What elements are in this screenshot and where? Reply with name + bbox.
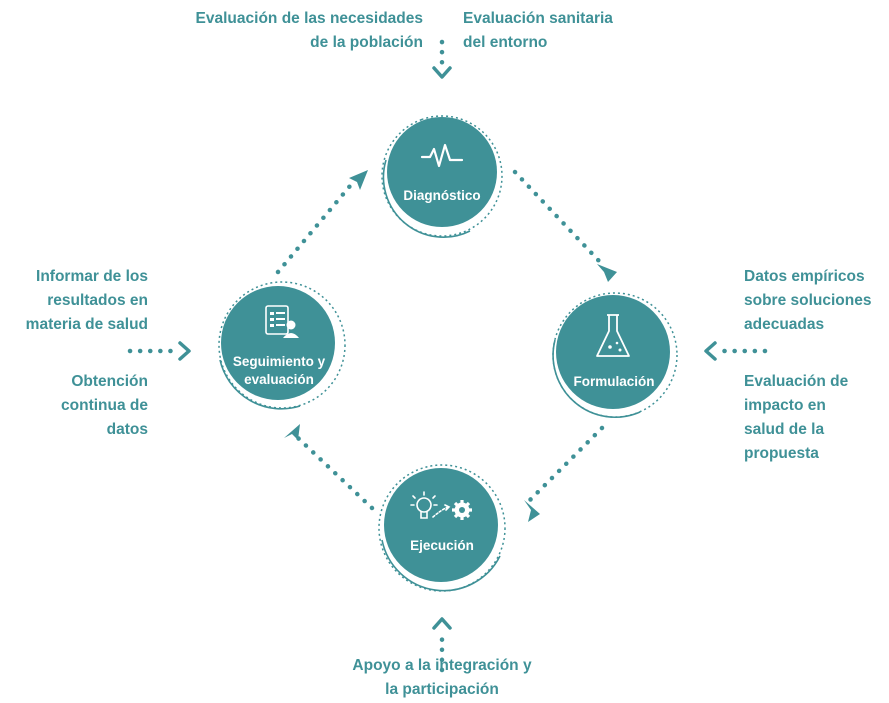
node-label-formulacion: Formulación [573, 374, 654, 389]
input-right-top: Datos empíricos sobre soluciones adecuad… [744, 268, 871, 333]
input-bottom: Apoyo a la integración y la participació… [352, 657, 532, 698]
input-text-line: impacto en [744, 397, 826, 414]
node-outer-ring [218, 281, 346, 409]
input-left-bottom: Obtención continua de datos [61, 373, 148, 438]
input-text-line: Obtención [71, 373, 148, 390]
node-seguimiento: Seguimiento y evaluación [218, 281, 346, 410]
input-text-line: Informar de los [36, 268, 148, 285]
input-right-bottom: Evaluación de impacto en salud de la pro… [744, 373, 849, 462]
input-text-line: materia de salud [26, 316, 148, 333]
input-top-left: Evaluación de las necesidades de la pobl… [196, 10, 423, 51]
node-circle [387, 117, 497, 227]
arrow-right-input-icon [704, 341, 717, 361]
input-text-line: datos [107, 421, 148, 438]
node-diagnostico: Diagnóstico [381, 115, 503, 238]
node-outer-ring [552, 292, 678, 418]
input-text-line: Evaluación de las necesidades [196, 10, 423, 27]
arrow-left-input-icon [178, 341, 191, 361]
node-label-seguimiento-line2: evaluación [244, 372, 314, 387]
connector-ejecucion-seguimiento [295, 435, 375, 511]
arrowhead-to-diagnostico-icon [349, 170, 368, 190]
input-text-line: sobre soluciones [744, 292, 871, 309]
input-text-line: del entorno [463, 34, 547, 51]
connector-seguimiento-diagnostico [275, 183, 353, 275]
node-circle [384, 468, 498, 582]
input-text-line: salud de la [744, 421, 824, 438]
node-circle [221, 286, 335, 400]
connector-formulacion-ejecucion [527, 425, 605, 503]
node-label-seguimiento-line1: Seguimiento y [233, 354, 326, 369]
gear-icon [452, 500, 472, 520]
arrow-bottom-input-icon [432, 617, 452, 630]
idea-gear-icon [410, 491, 451, 519]
node-ejecucion: Ejecución [378, 464, 506, 592]
arrowhead-to-ejecucion-icon [524, 500, 540, 522]
node-outer-ring [381, 115, 503, 237]
flask-icon [596, 314, 630, 357]
input-text-line: Evaluación sanitaria [463, 10, 613, 27]
checklist-person-icon [265, 305, 299, 338]
input-text-line: de la población [310, 34, 423, 51]
input-text-line: la participación [385, 681, 499, 698]
input-text-line: Evaluación de [744, 373, 849, 390]
pulse-icon [420, 143, 464, 168]
input-text-line: propuesta [744, 445, 819, 462]
arrow-top-input-icon [432, 66, 452, 79]
input-left-top: Informar de los resultados en materia de… [26, 268, 148, 333]
input-text-line: Datos empíricos [744, 268, 865, 285]
input-text-line: Apoyo a la integración y [352, 657, 532, 674]
connector-diagnostico-formulacion [512, 169, 603, 265]
input-text-line: continua de [61, 397, 148, 414]
node-outer-ring [378, 464, 506, 592]
node-label-ejecucion: Ejecución [410, 538, 474, 553]
input-text-line: resultados en [47, 292, 148, 309]
node-formulacion: Formulación [552, 292, 678, 419]
node-label-diagnostico: Diagnóstico [403, 188, 480, 203]
node-circle [556, 295, 670, 409]
arrowhead-to-formulacion-icon [597, 264, 617, 282]
input-text-line: adecuadas [744, 316, 824, 333]
arrowhead-to-seguimiento-icon [284, 424, 300, 440]
input-top-right: Evaluación sanitaria del entorno [463, 10, 613, 51]
